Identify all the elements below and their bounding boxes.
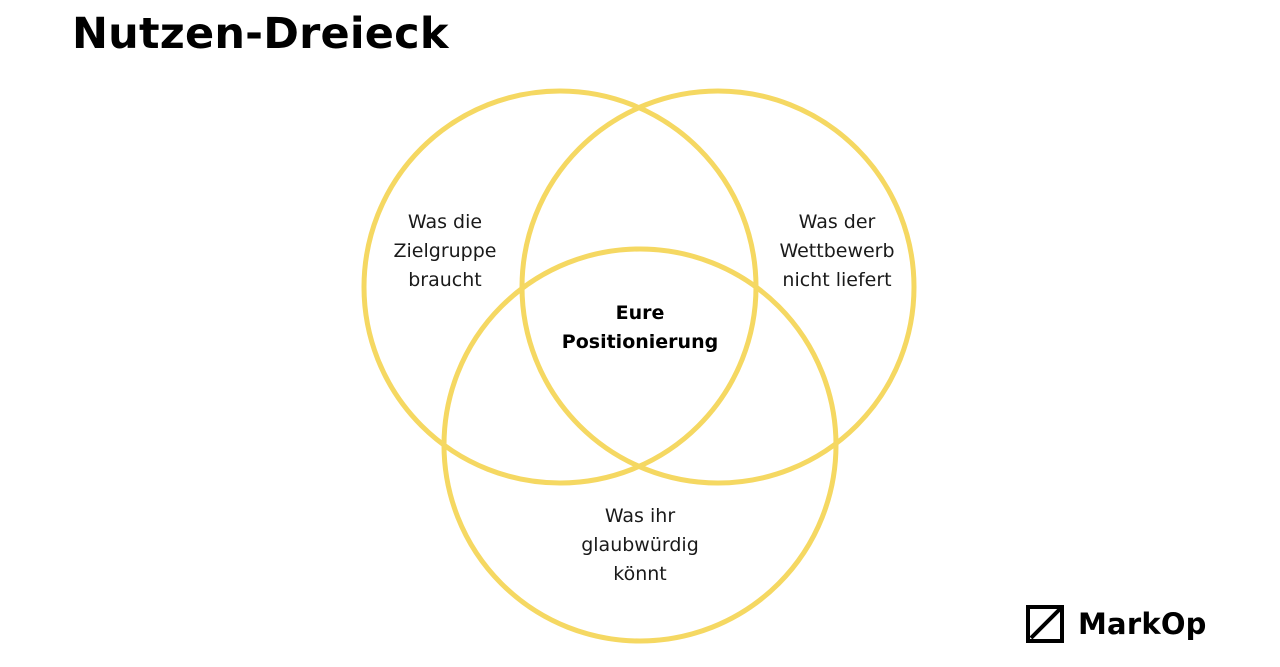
label-line: Wettbewerb [779, 240, 895, 262]
label-line: braucht [408, 269, 482, 291]
brand-name: MarkOp [1078, 607, 1207, 641]
venn-circle-glaubwuerdig [441, 246, 839, 644]
label-wettbewerb: Was der Wettbewerb nicht liefert [762, 208, 912, 295]
label-line: Eure [615, 302, 665, 324]
label-line: Positionierung [561, 331, 719, 353]
page-title: Nutzen-Dreieck [72, 9, 449, 59]
label-line: Was ihr [604, 505, 676, 527]
label-line: Was der [798, 211, 876, 233]
label-zielgruppe: Was die Zielgruppe braucht [375, 208, 515, 295]
label-line: glaubwürdig [581, 534, 699, 556]
markop-logo-icon [1026, 605, 1064, 643]
label-line: nicht liefert [782, 269, 892, 291]
brand-logo: MarkOp [1025, 602, 1207, 646]
label-line: Zielgruppe [393, 240, 497, 262]
label-line: Was die [407, 211, 483, 233]
label-line: könnt [613, 563, 667, 585]
label-glaubwuerdig: Was ihr glaubwürdig könnt [565, 502, 715, 589]
label-positionierung: Eure Positionierung [545, 299, 735, 357]
